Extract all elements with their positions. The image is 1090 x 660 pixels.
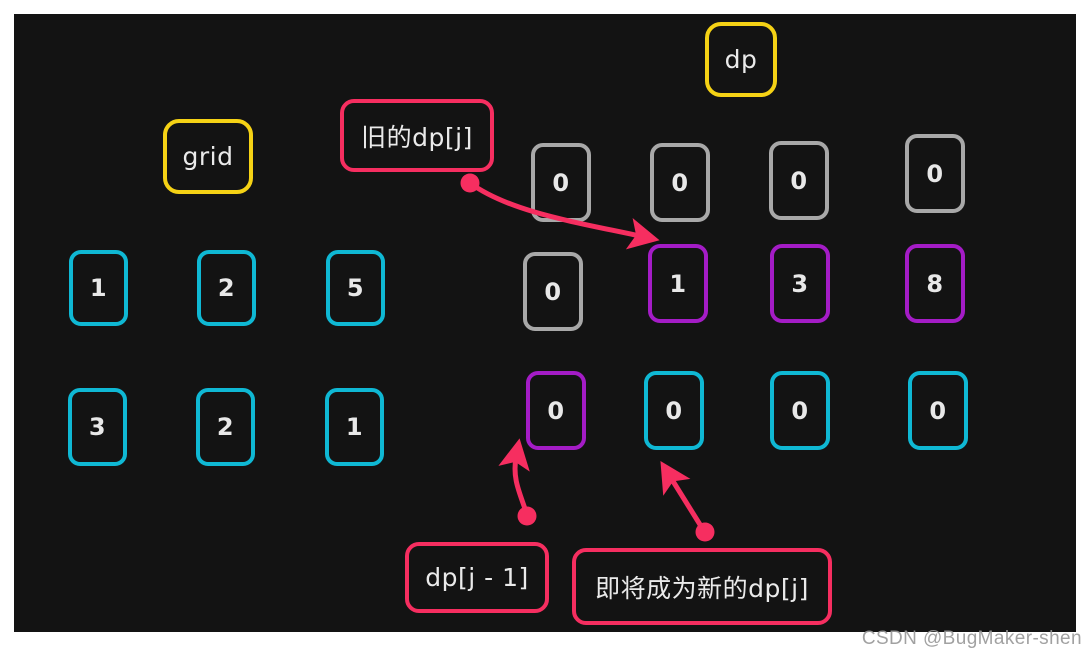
dp-cell-value: 0: [790, 166, 808, 195]
grid-cell-value: 5: [346, 274, 365, 302]
annotation-dp-j-minus-1-label: dp[j - 1]: [425, 563, 529, 592]
dp-cell-r0-c2: 0: [769, 141, 829, 220]
dp-cell-r2-c2: 0: [770, 371, 830, 450]
dp-cell-r1-c0: 0: [523, 252, 583, 331]
annotation-dp-j-minus-1: dp[j - 1]: [405, 542, 549, 613]
dp-cell-value: 1: [669, 269, 687, 298]
dp-cell-r1-c1: 1: [648, 244, 708, 323]
dp-cell-value: 0: [929, 396, 947, 425]
dp-cell-r0-c1: 0: [650, 143, 710, 222]
legend-box-dp: dp: [705, 22, 777, 97]
dp-cell-r1-c3: 8: [905, 244, 965, 323]
dp-cell-value: 0: [547, 396, 565, 425]
grid-cell-value: 2: [216, 413, 235, 441]
dp-cell-r2-c3: 0: [908, 371, 968, 450]
dp-cell-value: 0: [665, 396, 683, 425]
grid-cell-r0-c0: 1: [69, 250, 128, 326]
dp-cell-value: 8: [926, 269, 944, 298]
grid-cell-value: 3: [88, 413, 107, 441]
annotation-new-dp-j-label: 即将成为新的dp[j]: [595, 573, 809, 603]
grid-cell-r0-c2: 5: [326, 250, 385, 326]
dp-cell-value: 0: [544, 277, 562, 306]
grid-cell-value: 1: [89, 274, 108, 302]
annotation-new-dp-j: 即将成为新的dp[j]: [572, 548, 832, 625]
legend-box-grid-label: grid: [182, 142, 234, 171]
diagram-panel: [14, 14, 1076, 632]
grid-cell-r1-c0: 3: [68, 388, 127, 466]
grid-cell-value: 2: [217, 274, 236, 302]
watermark: CSDN @BugMaker-shen: [861, 628, 1082, 649]
legend-box-dp-label: dp: [724, 45, 758, 74]
dp-cell-value: 0: [552, 168, 570, 197]
dp-cell-r0-c0: 0: [531, 143, 591, 222]
dp-cell-value: 3: [791, 269, 809, 298]
annotation-old-dp-j-label: 旧的dp[j]: [361, 122, 473, 152]
dp-cell-r2-c1: 0: [644, 371, 704, 450]
grid-cell-value: 1: [345, 413, 364, 441]
legend-box-grid: grid: [163, 119, 253, 194]
dp-cell-value: 0: [926, 159, 944, 188]
grid-cell-r0-c1: 2: [197, 250, 256, 326]
annotation-old-dp-j: 旧的dp[j]: [340, 99, 494, 172]
dp-cell-value: 0: [791, 396, 809, 425]
grid-cell-r1-c2: 1: [325, 388, 384, 466]
dp-cell-value: 0: [671, 168, 689, 197]
dp-cell-r0-c3: 0: [905, 134, 965, 213]
grid-cell-r1-c1: 2: [196, 388, 255, 466]
dp-cell-r2-c0: 0: [526, 371, 586, 450]
dp-cell-r1-c2: 3: [770, 244, 830, 323]
